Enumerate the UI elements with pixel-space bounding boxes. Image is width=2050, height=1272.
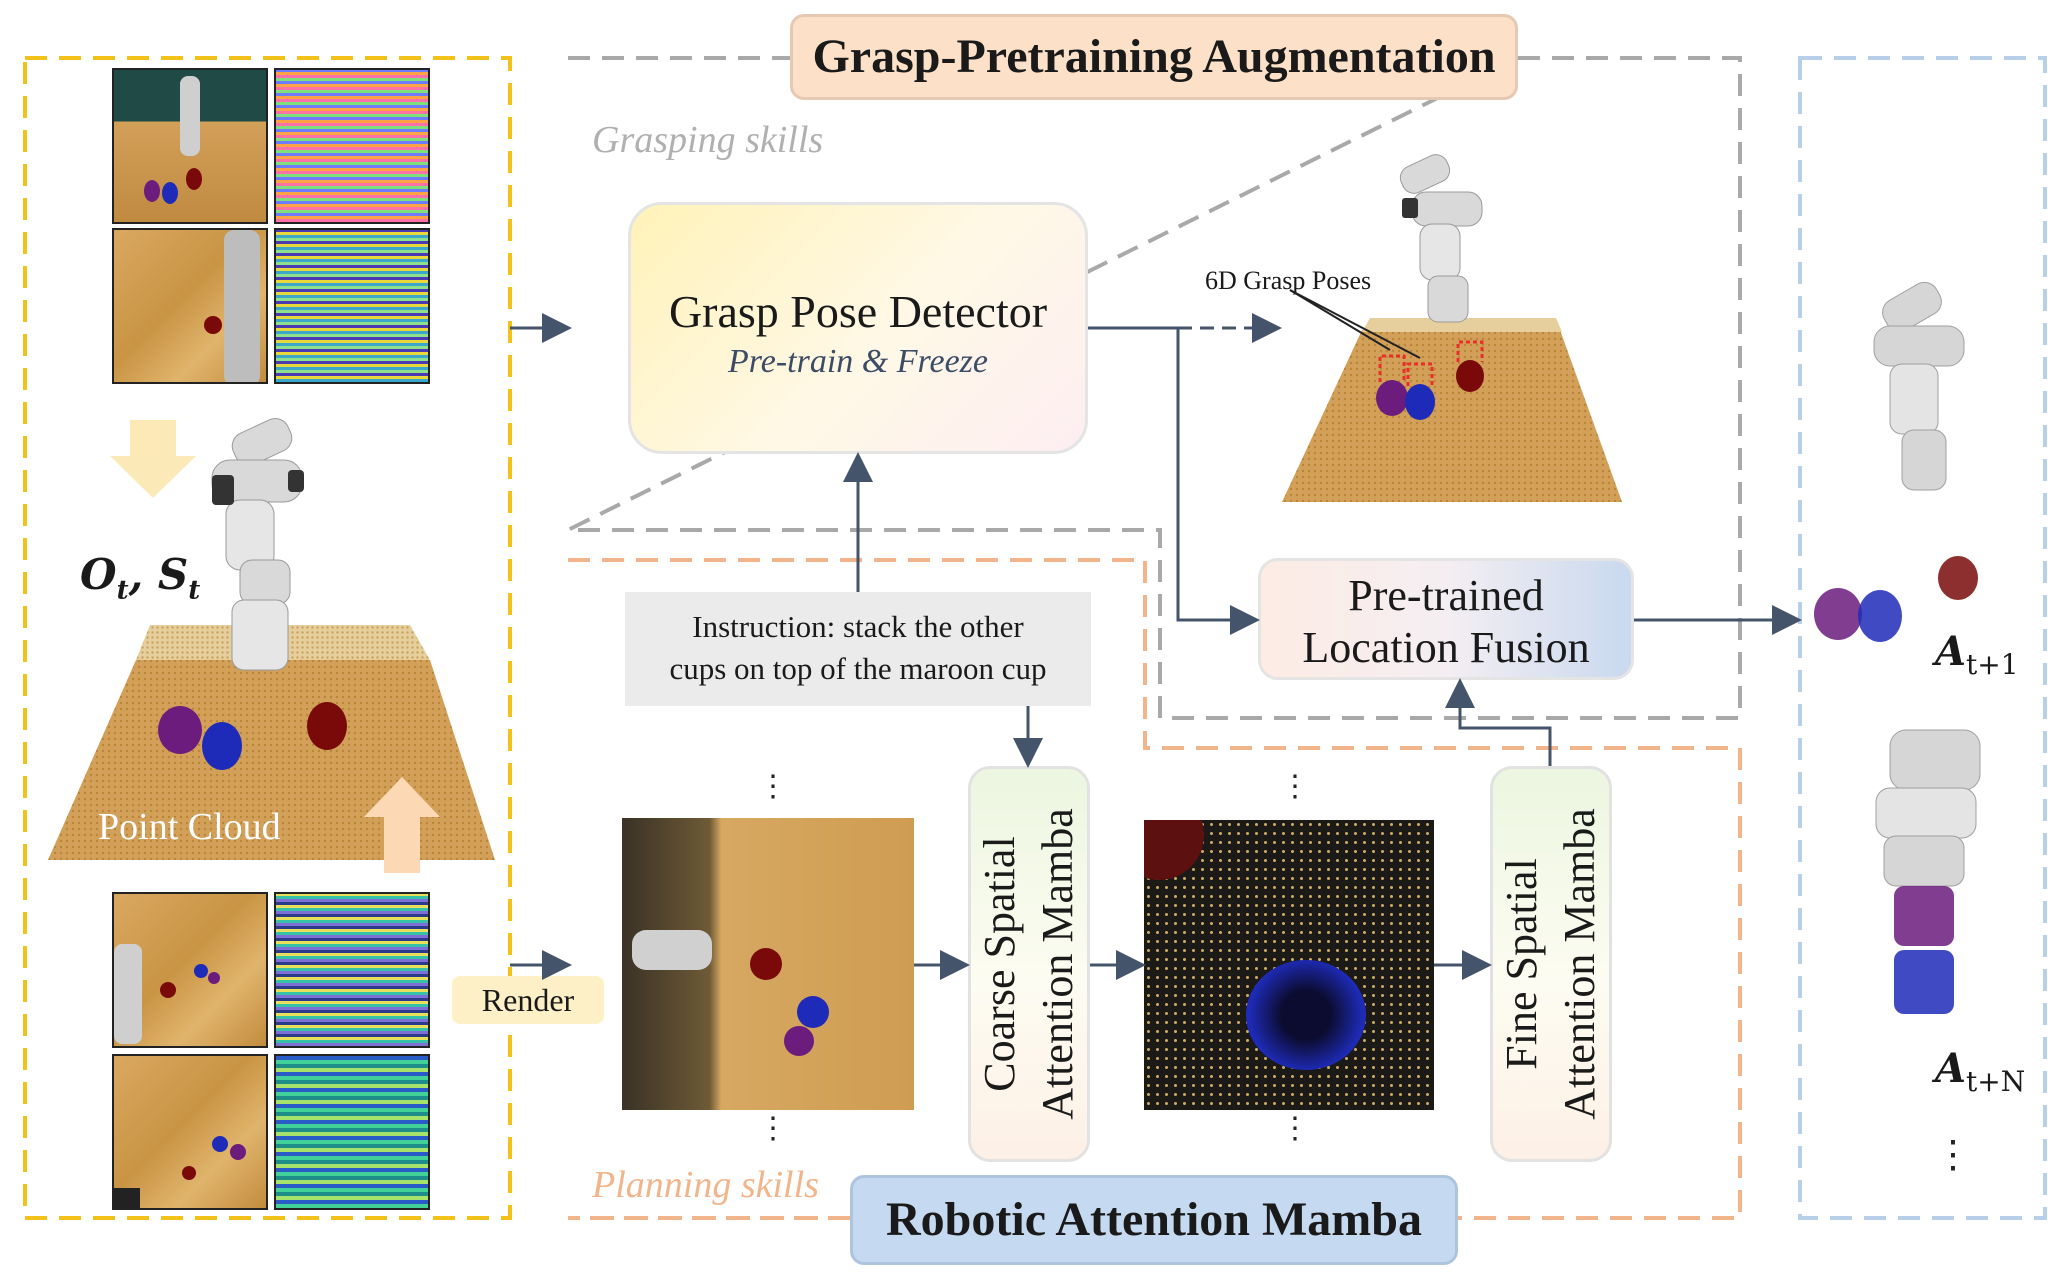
cup-purple (230, 1144, 246, 1160)
cup-maroon (186, 168, 202, 190)
coarse-spatial-attention-mamba-label: Coarse Spatial Attention Mamba (975, 808, 1082, 1120)
obs-sep: , (128, 550, 158, 599)
render-label: Render (452, 976, 604, 1024)
location-fusion-box: Pre-trained Location Fusion (1258, 558, 1634, 680)
obs-s: S (157, 550, 189, 599)
ellipsis-above-zoom: ⋮ (1280, 770, 1310, 803)
depth-image-front (274, 68, 430, 224)
location-fusion-line-2: Location Fusion (1302, 623, 1590, 672)
title-robotic-attention-mamba-text: Robotic Attention Mamba (886, 1193, 1422, 1246)
obs-o-sub: t (116, 575, 129, 606)
input-region-frame (23, 56, 512, 1220)
title-robotic-attention-mamba: Robotic Attention Mamba (850, 1175, 1458, 1265)
instruction-line-1: Instruction: stack the other (692, 609, 1024, 644)
gripper-shape (114, 944, 142, 1044)
grasp-pose-detector-title: Grasp Pose Detector (668, 286, 1048, 337)
action-n-a: A (1935, 1045, 1967, 1092)
output-region-frame (1798, 56, 2047, 1220)
obs-s-sub: t (188, 575, 201, 606)
instruction-box: Instruction: stack the other cups on top… (625, 592, 1091, 706)
action-next-label: At+1 (1935, 628, 2019, 681)
instruction-line-2: cups on top of the maroon cup (669, 651, 1047, 686)
action-point-clouds (1814, 281, 1981, 1014)
planning-skills-label: Planning skills (592, 1164, 819, 1206)
cup-blue (162, 182, 178, 204)
rendered-topdown-image (622, 818, 914, 1110)
ellipsis-below-render: ⋮ (758, 1112, 788, 1145)
down-arrow-icon (110, 420, 196, 498)
action-next-a: A (1935, 628, 1967, 675)
grasp-poses-label: 6D Grasp Poses (1205, 266, 1372, 295)
cup-maroon-partial (1144, 820, 1204, 880)
obs-o: O (80, 550, 117, 599)
cup-purple (144, 180, 160, 202)
cup-maroon (750, 948, 782, 980)
depth-image-wrist (274, 228, 430, 384)
cup-purple (784, 1026, 814, 1056)
cup-maroon (160, 982, 176, 998)
grasping-skills-label: Grasping skills (592, 119, 824, 161)
action-arm-1 (1873, 281, 1965, 491)
grasp-marker (1378, 354, 1406, 382)
action-next-sub: t+1 (1966, 648, 2019, 681)
base-shape (114, 1188, 140, 1208)
grasp-pose-detector-subtitle: Pre-train & Freeze (728, 343, 988, 380)
action-arm-n (1875, 729, 1981, 887)
planning-skills-frame (568, 558, 1742, 1220)
robot-arm (211, 418, 303, 671)
point-cloud-cups (158, 702, 347, 770)
grasp-pose-scene (1282, 154, 1622, 502)
fine-spatial-attention-mamba-box: Fine Spatial Attention Mamba (1490, 766, 1612, 1162)
depth-image-right (274, 1054, 430, 1210)
point-cloud-label: Point Cloud (98, 806, 281, 848)
grasping-skills-frame (567, 56, 1742, 720)
cup-blue-zoomed (1246, 960, 1366, 1070)
table-surface (1282, 330, 1622, 502)
cup-maroon (182, 1166, 196, 1180)
cup-maroon (204, 316, 222, 334)
coarse-spatial-attention-mamba-box: Coarse Spatial Attention Mamba (968, 766, 1090, 1162)
gripper-shape (224, 230, 260, 382)
title-grasp-pretraining: Grasp-Pretraining Augmentation (790, 14, 1518, 100)
grasp-marker (1456, 340, 1484, 362)
camera-image-wrist (112, 228, 268, 384)
camera-image-left (112, 892, 268, 1048)
ellipsis-actions: ⋮ (1934, 1134, 1972, 1176)
cup-purple (208, 972, 220, 984)
action-n-label: At+N (1935, 1045, 2025, 1098)
zoomed-point-image (1144, 820, 1434, 1110)
action-n-sub: t+N (1966, 1065, 2026, 1098)
robot-arm-shape (180, 76, 200, 156)
cup-blue (194, 964, 208, 978)
location-fusion-line-1: Pre-trained (1348, 571, 1544, 620)
up-arrow-icon (364, 777, 440, 873)
robot-arm (1399, 154, 1483, 323)
robot-gripper-shape (632, 930, 712, 970)
cup-blue (212, 1136, 228, 1152)
camera-image-right (112, 1054, 268, 1210)
title-grasp-pretraining-text: Grasp-Pretraining Augmentation (812, 30, 1496, 83)
cup-blue (797, 996, 829, 1028)
ellipsis-below-zoom: ⋮ (1280, 1112, 1310, 1145)
ellipsis-above-render: ⋮ (758, 770, 788, 803)
observation-state-label: Ot, St (80, 550, 200, 605)
depth-image-left (274, 892, 430, 1048)
fine-spatial-attention-mamba-label: Fine Spatial Attention Mamba (1497, 808, 1604, 1120)
grasp-pose-detector-box: Grasp Pose Detector Pre-train & Freeze (628, 202, 1088, 454)
table-far-strip (1362, 318, 1562, 332)
camera-image-front (112, 68, 268, 224)
grasp-marker (1406, 362, 1434, 386)
